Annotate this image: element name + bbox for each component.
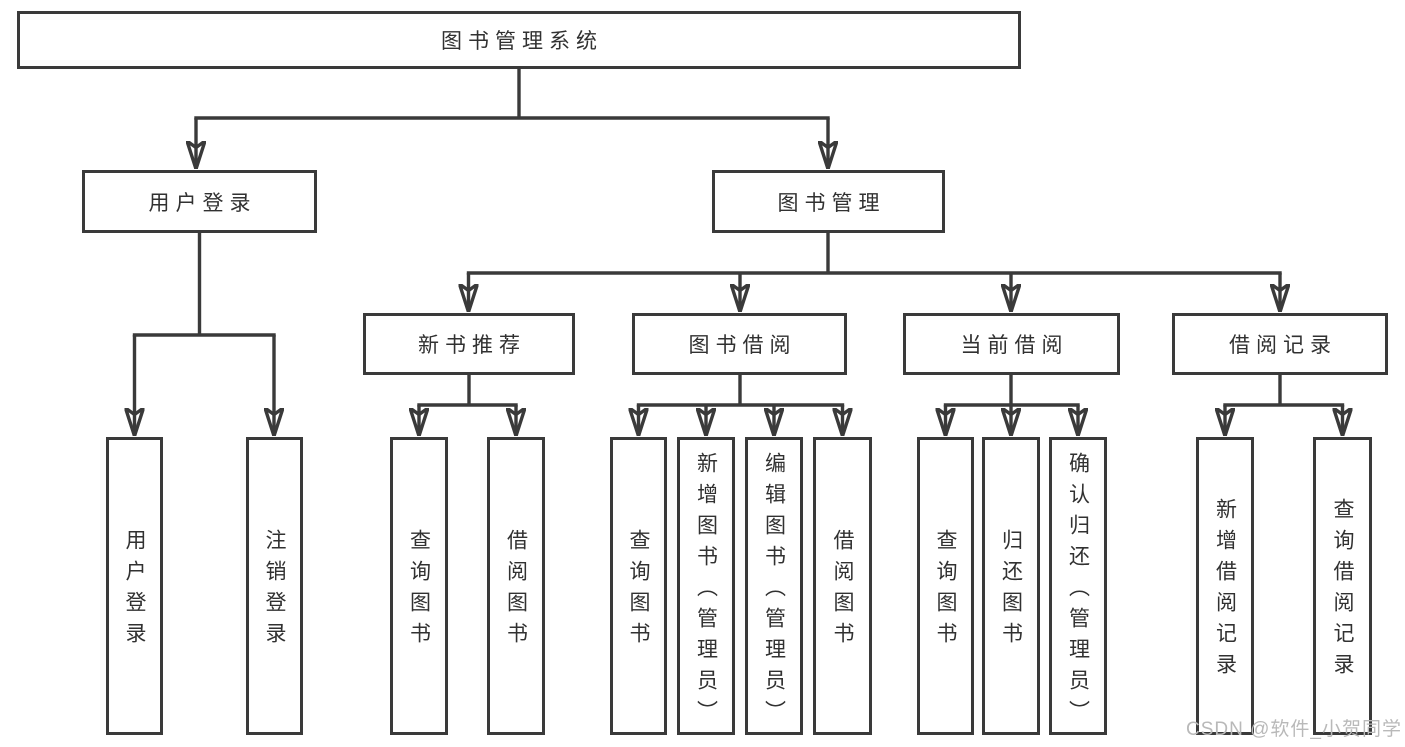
node-leaf-query-record-label: 查询借阅记录 bbox=[1331, 498, 1354, 684]
node-leaf-query-record: 查询借阅记录 bbox=[1313, 437, 1372, 735]
node-leaf-return-book-label: 归还图书 bbox=[999, 529, 1023, 653]
node-leaf-user-login: 用户登录 bbox=[106, 437, 163, 735]
node-leaf-add-record: 新增借阅记录 bbox=[1196, 437, 1254, 735]
node-leaf-query-book-borrow-label: 查询图书 bbox=[627, 529, 650, 653]
wire-book-borrow-rail bbox=[636, 373, 845, 407]
node-leaf-edit-book: 编辑图书（管理员） bbox=[745, 437, 803, 735]
wire-current-borrow-rail bbox=[943, 373, 1080, 407]
wire-borrow-record-rail bbox=[1223, 373, 1345, 407]
wire-book-mgmt-rail bbox=[466, 231, 1282, 275]
node-leaf-query-book-current-label: 查询图书 bbox=[934, 529, 957, 653]
node-borrow-record-label: 借阅记录 bbox=[1229, 334, 1337, 357]
node-leaf-add-book-label: 新增图书（管理员） bbox=[694, 451, 718, 731]
node-leaf-add-record-label: 新增借阅记录 bbox=[1213, 498, 1237, 684]
node-new-book-rec-label: 新书推荐 bbox=[418, 334, 526, 357]
node-leaf-query-book-borrow: 查询图书 bbox=[610, 437, 667, 735]
node-leaf-add-book: 新增图书（管理员） bbox=[677, 437, 735, 735]
node-leaf-borrow-book-rec-label: 借阅图书 bbox=[504, 529, 528, 653]
node-book-borrow: 图书借阅 bbox=[632, 313, 847, 375]
node-user-login: 用户登录 bbox=[82, 170, 317, 233]
node-book-mgmt-label: 图书管理 bbox=[777, 191, 886, 215]
node-book-mgmt: 图书管理 bbox=[712, 170, 945, 233]
node-leaf-confirm-return-label: 确认归还（管理员） bbox=[1066, 451, 1090, 731]
node-leaf-logout: 注销登录 bbox=[246, 437, 303, 735]
node-leaf-user-login-label: 用户登录 bbox=[123, 529, 146, 653]
csdn-watermark: CSDN @软件_小贺同学 bbox=[1186, 719, 1402, 740]
node-root-label: 图书管理系统 bbox=[441, 30, 603, 53]
node-leaf-borrow-book-borrow: 借阅图书 bbox=[813, 437, 872, 735]
node-root: 图书管理系统 bbox=[17, 11, 1021, 69]
node-leaf-edit-book-label: 编辑图书（管理员） bbox=[762, 451, 786, 731]
node-leaf-borrow-book-rec: 借阅图书 bbox=[487, 437, 545, 735]
node-leaf-return-book: 归还图书 bbox=[982, 437, 1040, 735]
node-leaf-borrow-book-borrow-label: 借阅图书 bbox=[831, 529, 854, 653]
node-book-borrow-label: 图书借阅 bbox=[688, 334, 797, 357]
node-borrow-record: 借阅记录 bbox=[1172, 313, 1388, 375]
wire-root-rail bbox=[194, 67, 830, 120]
node-user-login-label: 用户登录 bbox=[148, 191, 257, 215]
node-new-book-rec: 新书推荐 bbox=[363, 313, 575, 375]
wire-new-book-rec-rail bbox=[417, 373, 518, 407]
wire-user-login-rail bbox=[132, 231, 276, 337]
node-current-borrow: 当前借阅 bbox=[903, 313, 1120, 375]
node-leaf-confirm-return: 确认归还（管理员） bbox=[1049, 437, 1107, 735]
node-current-borrow-label: 当前借阅 bbox=[960, 334, 1069, 357]
node-leaf-logout-label: 注销登录 bbox=[263, 529, 286, 653]
node-leaf-query-book-rec-label: 查询图书 bbox=[407, 529, 431, 653]
node-leaf-query-book-current: 查询图书 bbox=[917, 437, 974, 735]
node-leaf-query-book-rec: 查询图书 bbox=[390, 437, 448, 735]
